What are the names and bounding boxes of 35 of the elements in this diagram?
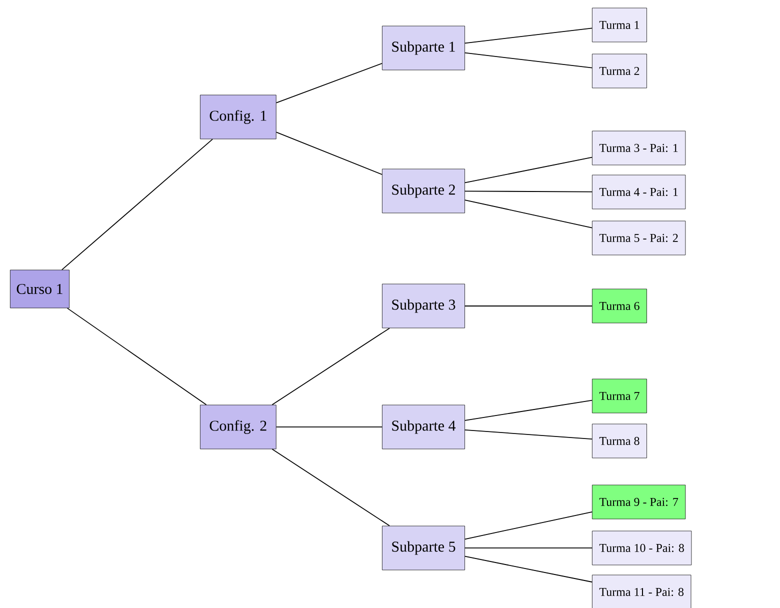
class-box: Turma 9 - Pai: 7: [592, 484, 686, 520]
class-box: Turma 7: [592, 378, 647, 414]
connector-line: [464, 512, 592, 540]
connector-line: [464, 190, 592, 192]
connector-line: [464, 430, 592, 440]
connector-line: [61, 138, 213, 270]
class-box: Turma 6: [592, 288, 647, 324]
subpart-box: Subparte 1: [382, 26, 465, 70]
connector-line: [272, 448, 390, 526]
subpart-box: Subparte 2: [382, 168, 465, 214]
class-box: Turma 1: [592, 8, 647, 42]
subpart-box: Subparte 4: [382, 404, 465, 450]
connector-line: [66, 308, 207, 406]
config-box: Config. 1: [200, 94, 276, 140]
connector-line: [464, 156, 592, 184]
config-box: Config. 2: [200, 404, 276, 450]
connector-line: [464, 28, 592, 44]
class-box: Turma 3 - Pai: 1: [592, 130, 686, 166]
class-box: Turma 8: [592, 424, 647, 458]
course-box: Curso 1: [10, 270, 70, 308]
connector-line: [276, 62, 382, 104]
connector-line: [464, 52, 592, 68]
subpart-box: Subparte 5: [382, 526, 465, 570]
connector-line: [464, 200, 592, 228]
connector-line: [464, 400, 592, 421]
connector-line: [272, 328, 390, 406]
connector-line: [276, 132, 382, 175]
class-box: Turma 10 - Pai: 8: [592, 530, 692, 566]
subpart-box: Subparte 3: [382, 284, 465, 328]
connector-line: [464, 556, 592, 582]
connector-line: [276, 426, 382, 428]
class-box: Turma 5 - Pai: 2: [592, 220, 686, 256]
class-box: Turma 11 - Pai: 8: [592, 574, 692, 608]
class-box: Turma 2: [592, 54, 647, 88]
class-box: Turma 4 - Pai: 1: [592, 174, 686, 210]
